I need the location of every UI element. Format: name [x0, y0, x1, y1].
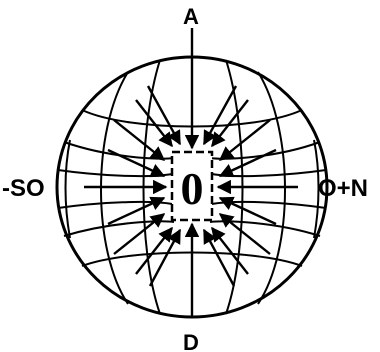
center-zero-label: 0 [181, 163, 204, 214]
label-right: O+N [318, 175, 368, 202]
label-bottom: D [183, 330, 199, 352]
label-top: A [183, 4, 199, 29]
label-left: -SO [2, 175, 45, 202]
